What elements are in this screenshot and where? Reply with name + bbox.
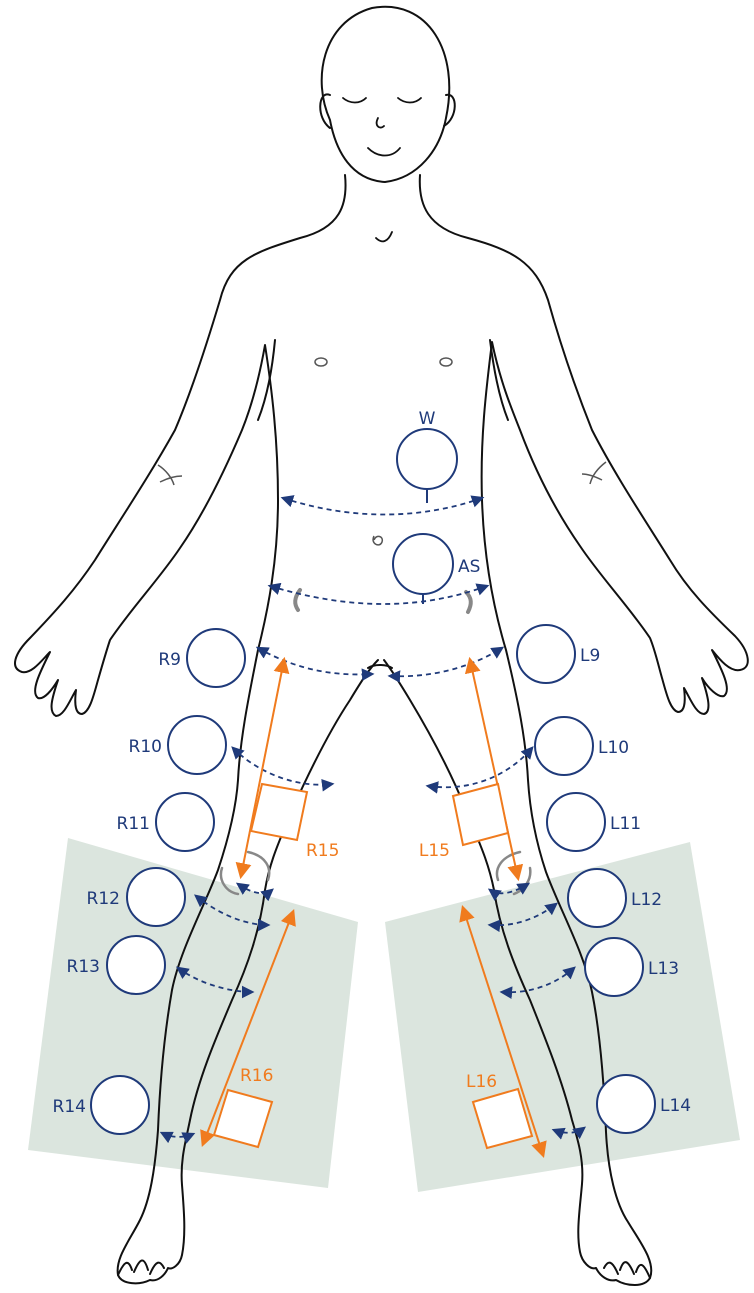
label-L10: L10 (598, 738, 629, 758)
sensor-L12 (568, 869, 626, 927)
sensor-L10 (535, 717, 593, 775)
label-R12: R12 (87, 889, 120, 909)
label-L16: L16 (466, 1072, 497, 1092)
left-eye (398, 98, 421, 103)
left-toes (604, 1262, 650, 1278)
label-L13: L13 (648, 959, 679, 979)
thigh-girth-left-arrow (428, 748, 532, 787)
label-L15: L15 (419, 841, 450, 861)
label-AS: AS (458, 557, 480, 577)
left-nipple (440, 358, 452, 366)
label-R11: R11 (117, 814, 150, 834)
L15-box (453, 784, 508, 845)
mouth (368, 148, 400, 156)
sensor-R10 (168, 716, 226, 774)
sensor-R11 (156, 793, 214, 851)
sensor-L13 (585, 938, 643, 996)
sensor-L9 (517, 625, 575, 683)
right-nipple (315, 358, 327, 366)
label-L12: L12 (631, 890, 662, 910)
sensor-AS (393, 534, 453, 594)
abdomen-girth-arrow (270, 586, 487, 604)
sensor-R9 (187, 629, 245, 687)
L15-arrow (470, 660, 518, 878)
knee-creases (221, 852, 530, 894)
left-lower-leg-panel (385, 842, 740, 1192)
chin-mark (376, 232, 392, 241)
left-inner-arm (490, 340, 508, 420)
label-R9: R9 (158, 650, 181, 670)
right-elbow-crease (158, 465, 182, 485)
label-L9: L9 (580, 646, 600, 666)
thigh-girth-right-arrow (233, 748, 332, 785)
right-lower-leg-panel (28, 838, 358, 1188)
label-R14: R14 (53, 1097, 86, 1117)
hip-girth-right-arrow (258, 648, 372, 674)
R15-box (251, 784, 307, 840)
label-R10: R10 (129, 737, 162, 757)
right-toes (118, 1260, 164, 1275)
nose (377, 118, 384, 128)
label-R16: R16 (240, 1066, 273, 1086)
sensor-R12 (127, 868, 185, 926)
sensor-L14 (597, 1075, 655, 1133)
right-eye (343, 98, 366, 103)
label-R15: R15 (306, 841, 339, 861)
hip-creases (295, 590, 471, 612)
label-W: W (419, 409, 436, 429)
sensor-L11 (547, 793, 605, 851)
sensor-R13 (107, 936, 165, 994)
left-elbow-crease (582, 462, 606, 484)
waist-girth-arrow (283, 498, 482, 515)
torso-marks (158, 358, 606, 545)
sensor-R14 (91, 1076, 149, 1134)
label-L11: L11 (610, 814, 641, 834)
right-ear (320, 94, 330, 128)
sensor-W (397, 429, 457, 489)
label-L14: L14 (660, 1096, 691, 1116)
label-R13: R13 (67, 957, 100, 977)
navel (373, 536, 382, 545)
hip-girth-left-arrow (390, 648, 502, 676)
